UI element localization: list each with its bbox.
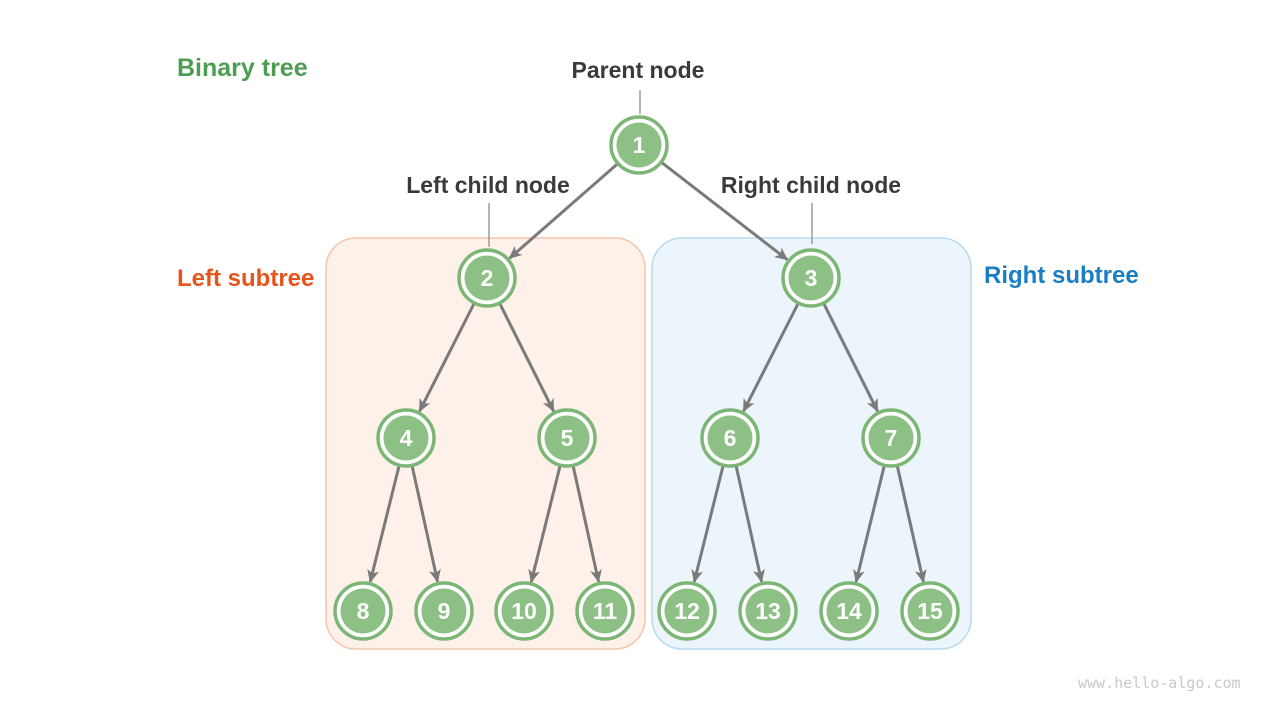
edge-3-7 (822, 303, 879, 413)
edge-2-4 (418, 303, 476, 413)
edge-2-5 (498, 303, 555, 413)
tree-node-10: 10 (494, 581, 554, 641)
node-disc (664, 588, 710, 634)
node-disc (421, 588, 467, 634)
edge-5-10 (528, 465, 562, 583)
node-disc (582, 588, 628, 634)
node-value: 2 (481, 265, 494, 291)
node-disc (383, 415, 429, 461)
leader-lines (488, 90, 813, 247)
node-disc (868, 415, 914, 461)
node-value: 12 (674, 598, 700, 624)
node-value: 6 (724, 425, 737, 451)
tree-node-4: 4 (376, 408, 436, 468)
tree-node-7: 7 (861, 408, 921, 468)
edge-5-11 (571, 466, 602, 583)
node-disc (464, 255, 510, 301)
tree-edges (367, 161, 927, 583)
node-value: 9 (438, 598, 451, 624)
subtree-boxes (325, 237, 972, 650)
right-subtree-label: Right subtree (984, 262, 1139, 289)
tree-node-13: 13 (738, 581, 798, 641)
edge-7-14 (853, 465, 886, 583)
parent-node-label: Parent node (571, 57, 705, 83)
node-disc (340, 588, 386, 634)
right-child-node-label: Right child node (720, 172, 902, 198)
node-value: 10 (511, 598, 537, 624)
node-value: 15 (917, 598, 943, 624)
node-value: 5 (561, 425, 574, 451)
node-disc (707, 415, 753, 461)
edge-4-8 (367, 465, 401, 583)
node-value: 7 (885, 425, 898, 451)
tree-node-11: 11 (575, 581, 635, 641)
node-value: 1 (633, 132, 646, 158)
tree-node-9: 9 (414, 581, 474, 641)
node-value: 13 (755, 598, 781, 624)
left-subtree-box (325, 237, 646, 650)
node-disc (826, 588, 872, 634)
edge-1-3 (661, 161, 789, 261)
node-disc (745, 588, 791, 634)
tree-node-15: 15 (900, 581, 960, 641)
node-value: 3 (805, 265, 818, 291)
figure-title: Binary tree (177, 54, 308, 82)
tree-node-14: 14 (819, 581, 879, 641)
watermark: www.hello-algo.com (1078, 674, 1241, 692)
tree-node-1: 1 (609, 115, 669, 175)
tree-node-2: 2 (457, 248, 517, 308)
edge-7-15 (895, 465, 927, 583)
node-value: 4 (400, 425, 413, 451)
node-disc (616, 122, 662, 168)
tree-node-3: 3 (781, 248, 841, 308)
left-child-node-label: Left child node (406, 172, 570, 198)
node-value: 14 (836, 598, 862, 624)
node-disc (788, 255, 834, 301)
node-value: 11 (593, 598, 618, 624)
tree-node-5: 5 (537, 408, 597, 468)
edge-6-12 (691, 465, 725, 583)
node-disc (907, 588, 953, 634)
tree-node-12: 12 (657, 581, 717, 641)
node-disc (501, 588, 547, 634)
tree-node-6: 6 (700, 408, 760, 468)
edge-3-6 (742, 303, 800, 413)
edge-6-13 (734, 466, 765, 583)
node-disc (544, 415, 590, 461)
tree-node-8: 8 (333, 581, 393, 641)
node-value: 8 (357, 598, 370, 624)
edge-1-2 (508, 162, 619, 260)
edge-4-9 (410, 466, 441, 583)
left-subtree-label: Left subtree (177, 265, 315, 292)
